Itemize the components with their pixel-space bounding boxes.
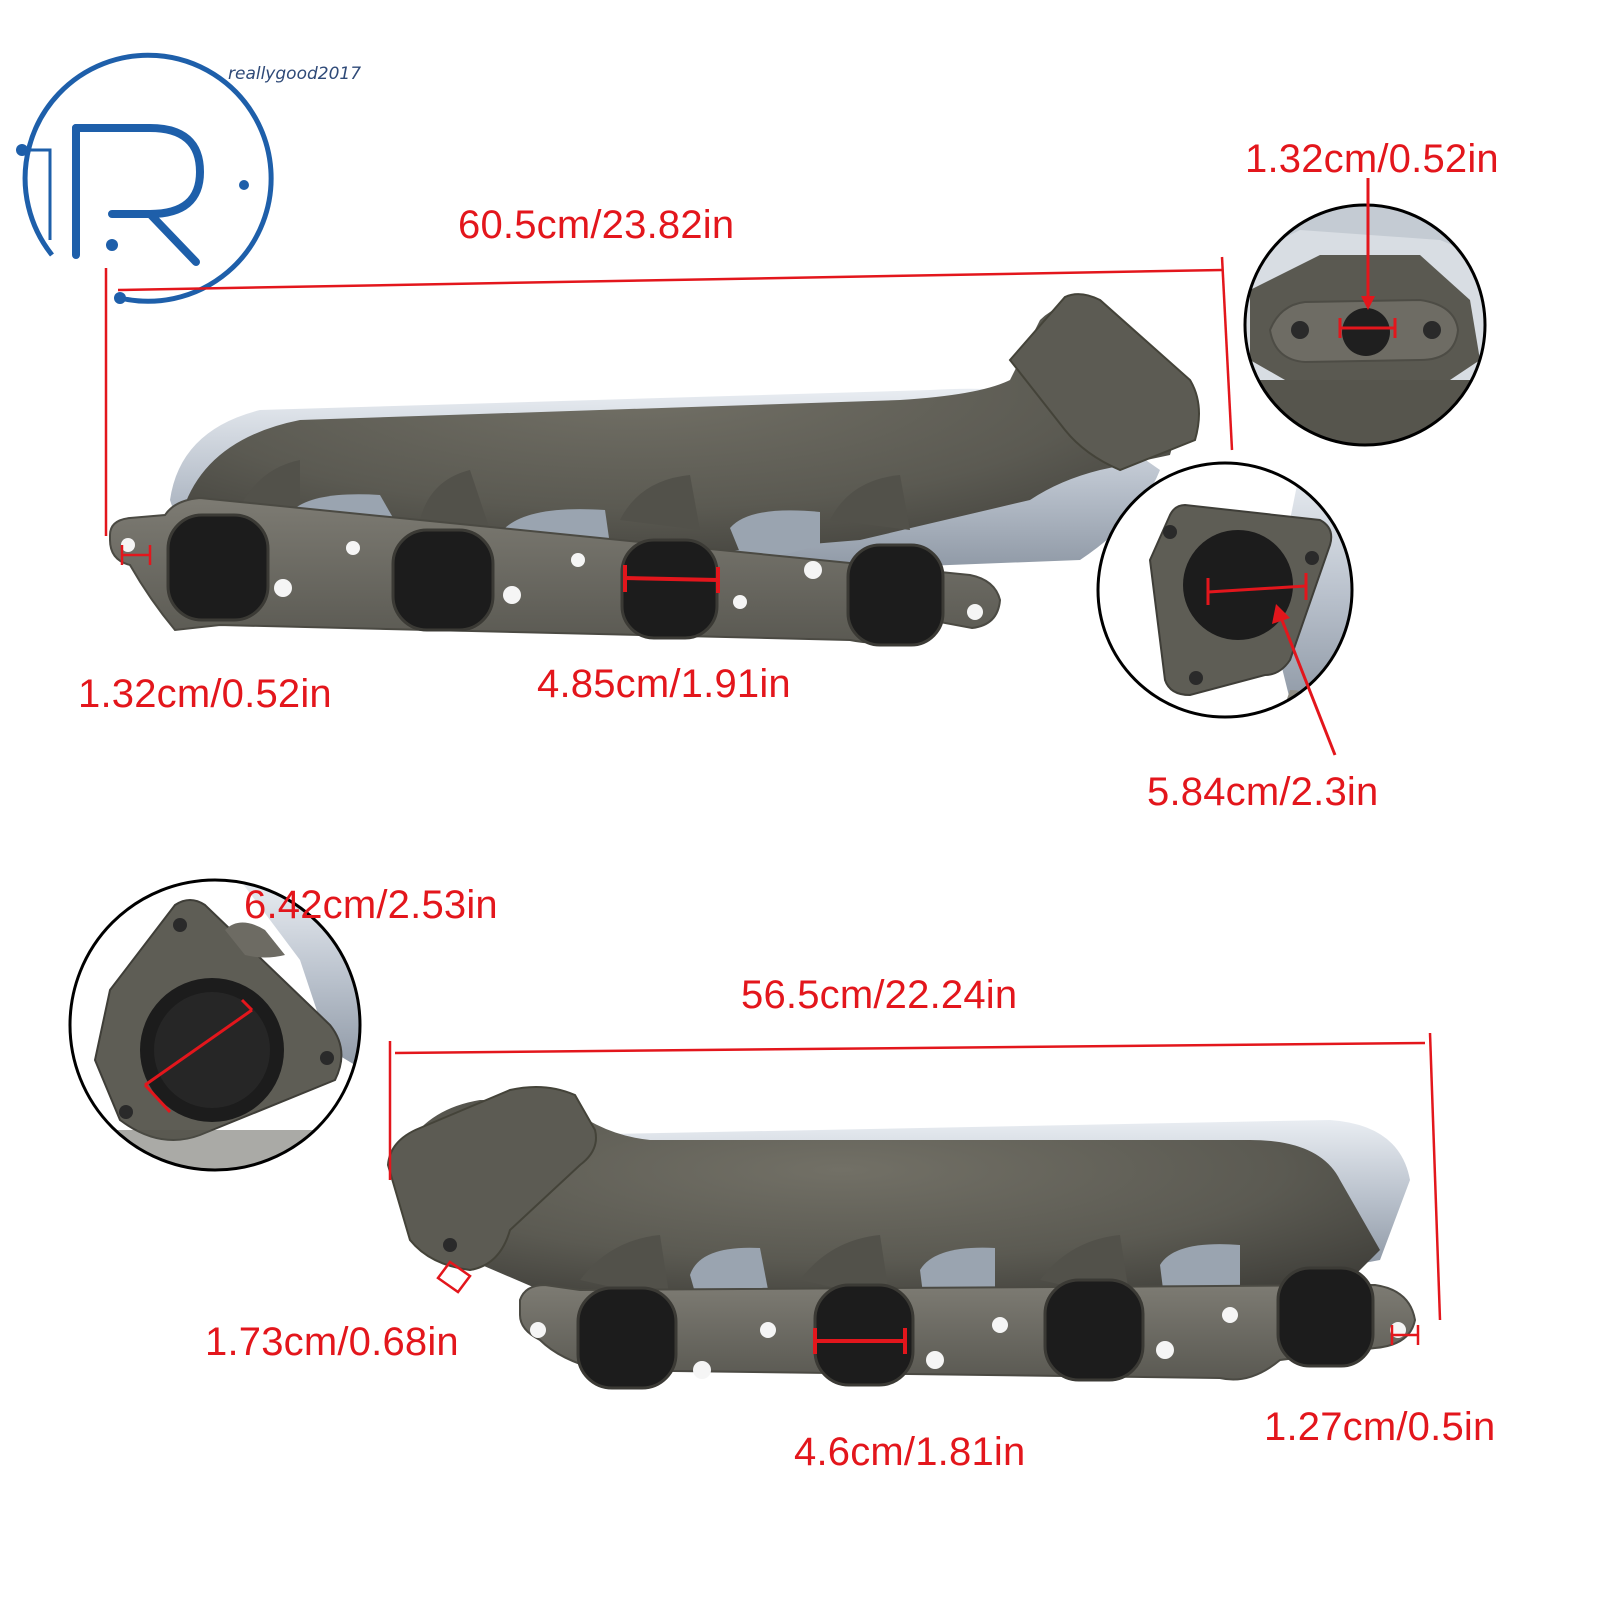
top-port-width-label: 4.85cm/1.91in [537, 662, 791, 706]
dimension-lines [104, 178, 1442, 1354]
top-outlet-hole-label: 1.32cm/0.52in [1245, 137, 1499, 181]
top-manifold-image [109, 293, 1200, 647]
bottom-overall-length-label: 56.5cm/22.24in [741, 973, 1018, 1017]
bottom-port-width-label: 4.6cm/1.81in [794, 1430, 1026, 1474]
brand-logo [16, 52, 274, 304]
top-outlet-diameter-label: 5.84cm/2.3in [1147, 770, 1379, 814]
top-overall-length-label: 60.5cm/23.82in [458, 203, 735, 247]
bottom-outlet-diameter-label: 6.42cm/2.53in [244, 883, 498, 927]
brand-name: reallygood2017 [228, 64, 362, 84]
top-outlet-detail-image [1243, 203, 1487, 447]
bottom-outlet-hole-label: 1.73cm/0.68in [205, 1320, 459, 1364]
bottom-manifold-image [386, 1086, 1417, 1390]
top-outlet-flange-detail-image [1096, 461, 1354, 719]
bottom-flange-hole-label: 1.27cm/0.5in [1264, 1405, 1496, 1449]
top-flange-hole-label: 1.32cm/0.52in [78, 672, 332, 716]
